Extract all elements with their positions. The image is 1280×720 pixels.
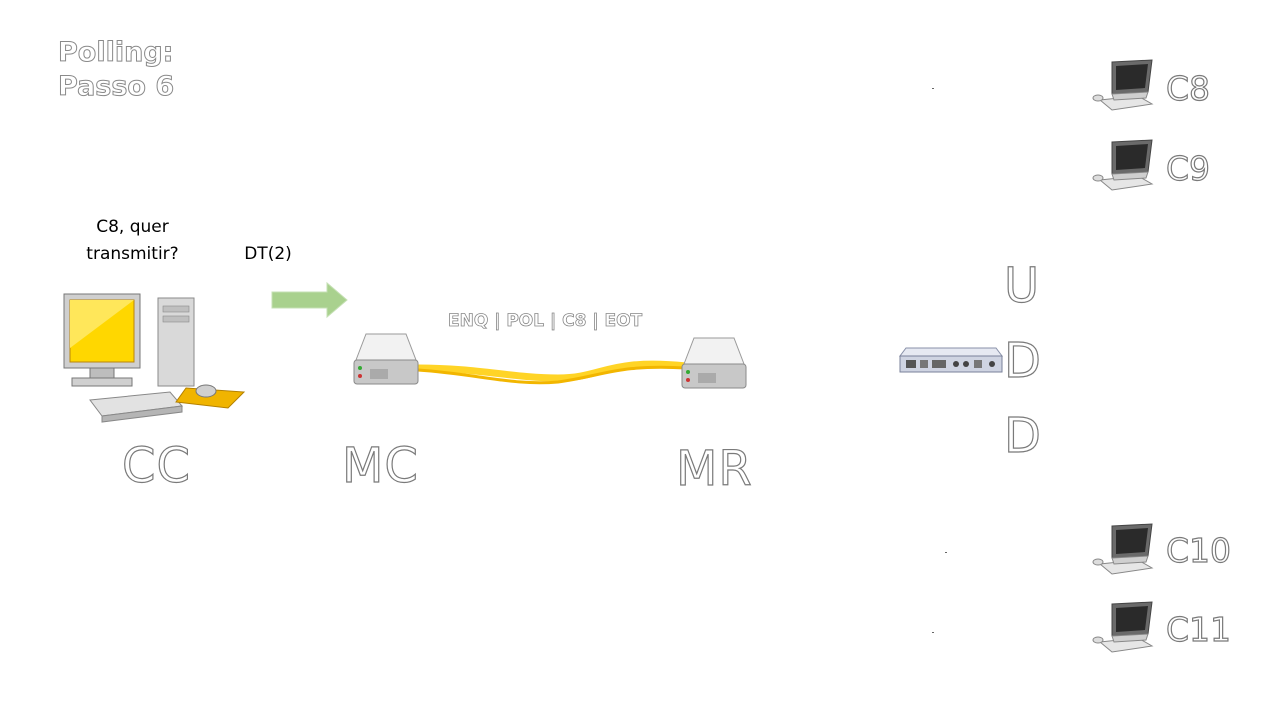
terminal-computer-icon (1092, 601, 1154, 653)
connector-dot (945, 552, 947, 553)
title-line-1: Polling: (57, 37, 174, 69)
connector-dot (932, 88, 934, 89)
link-cable (417, 360, 687, 385)
cc-label: CC (121, 437, 192, 494)
terminal-computer-icon (1092, 139, 1154, 191)
page-title: Polling: Passo 6 (57, 36, 175, 104)
udd-letter-2: D (1003, 332, 1041, 389)
dt-label: DT(2) (244, 244, 292, 264)
arrow-right-icon (271, 281, 348, 319)
connector-dot (932, 632, 934, 633)
link-message: ENQ | POL | C8 | EOT (448, 311, 643, 332)
terminal-computer-icon (1092, 523, 1154, 575)
udd-letter-3: D (1003, 407, 1041, 464)
terminal-label-c11: C11 (1165, 609, 1232, 649)
cc-question: C8, quer transmitir? (60, 214, 205, 268)
desktop-computer-icon (63, 293, 246, 423)
terminal-computer-icon (1092, 59, 1154, 111)
server-modem-icon (353, 333, 419, 385)
mr-label: MR (675, 440, 753, 497)
title-line-2: Passo 6 (57, 71, 175, 103)
terminal-label-c9: C9 (1165, 148, 1211, 188)
mc-label: MC (341, 437, 419, 494)
terminal-label-c8: C8 (1165, 68, 1211, 108)
udd-letter-1: U (1003, 257, 1040, 314)
cc-question-line-1: C8, quer (96, 217, 169, 237)
rack-device-icon (899, 347, 1003, 373)
server-modem-icon (681, 337, 747, 389)
terminal-label-c10: C10 (1165, 530, 1232, 570)
cc-question-line-2: transmitir? (86, 244, 179, 264)
